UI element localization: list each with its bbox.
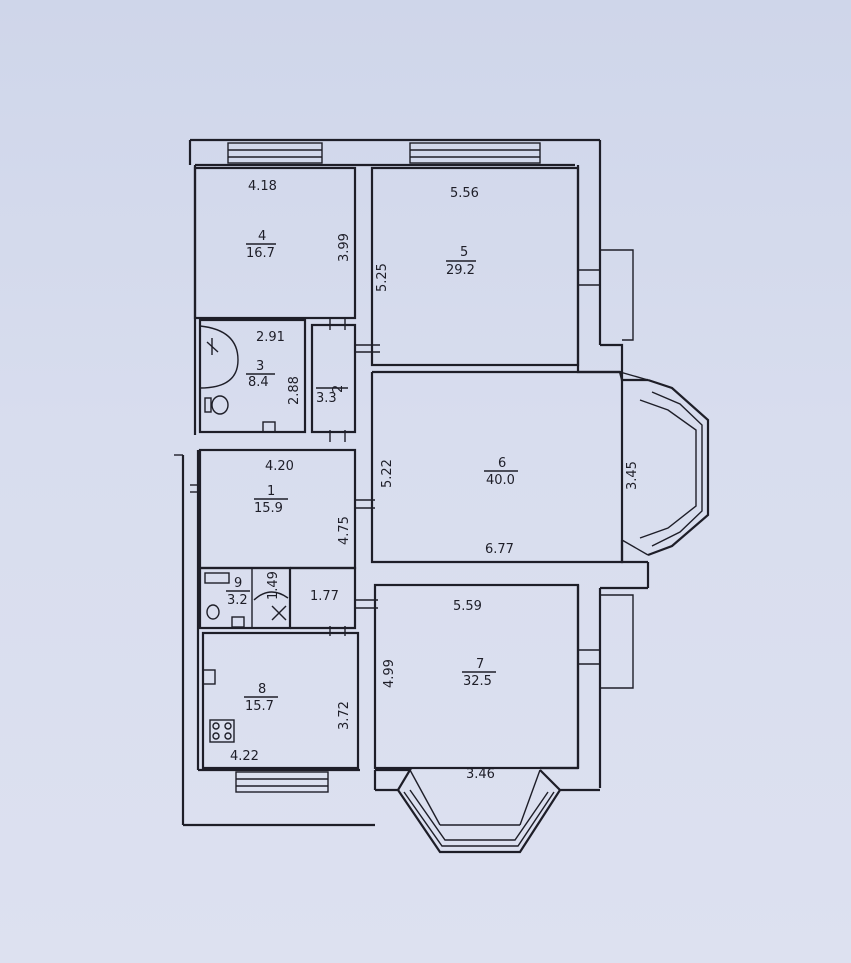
room-4-id: 4 [258, 229, 266, 244]
room-8-id: 8 [258, 682, 266, 697]
room-6-right: 3.45 [625, 461, 640, 490]
room-7-bay: 3.46 [466, 767, 495, 782]
room-4-height: 3.99 [337, 233, 352, 262]
room-7-area: 32.5 [463, 674, 492, 689]
fixtures [199, 325, 289, 743]
shower-icon [253, 591, 289, 601]
bottom-window [235, 771, 329, 793]
balconies [578, 249, 634, 689]
room-6-height: 5.22 [380, 459, 395, 488]
room-3-area: 8.4 [248, 375, 269, 390]
room-1-id: 1 [267, 484, 275, 499]
room-7-id: 7 [476, 657, 484, 672]
room-4-width: 4.18 [248, 179, 277, 194]
bathtub-icon [199, 325, 239, 389]
room-4-area: 16.7 [246, 246, 275, 261]
room-5-area: 29.2 [446, 263, 475, 278]
room-8-width: 4.22 [230, 749, 259, 764]
room-outlines [193, 166, 624, 770]
room-3-height: 2.88 [287, 376, 302, 405]
room-3-id: 3 [256, 359, 264, 374]
sink-icon [262, 421, 276, 433]
room-5-width: 5.56 [450, 186, 479, 201]
kitchen-sink-icon [202, 669, 216, 685]
room-6-area: 40.0 [486, 473, 515, 488]
room-5-id: 5 [460, 245, 468, 260]
room-9-dim: 1.49 [266, 571, 281, 600]
room-1-area: 15.9 [254, 501, 283, 516]
bay-window-bottom [397, 769, 561, 854]
room-9-area: 3.2 [227, 593, 248, 608]
room-8-area: 15.7 [245, 699, 274, 714]
room-2-area: 3.3 [316, 391, 337, 406]
labels: 4.18 4 16.7 3.99 5.56 5 29.2 5.25 2.91 3… [226, 179, 640, 782]
room-7-width: 5.59 [453, 599, 482, 614]
room-1-height: 4.75 [337, 516, 352, 545]
door-marks [174, 318, 380, 636]
room-7-height: 4.99 [382, 659, 397, 688]
room-1-width: 4.20 [265, 459, 294, 474]
room-6-id: 6 [498, 456, 506, 471]
room-9-id: 9 [234, 576, 242, 591]
stove-icon [209, 719, 235, 743]
room-8-height: 3.72 [337, 701, 352, 730]
top-windows [227, 142, 541, 164]
toilet-icon [211, 395, 229, 415]
room-2-id: 2 [331, 385, 346, 393]
room-5-height: 5.25 [375, 263, 390, 292]
room-3-width: 2.91 [256, 330, 285, 345]
room-6-width: 6.77 [485, 542, 514, 557]
toilet-icon-2 [206, 604, 220, 620]
corridor-width: 1.77 [310, 589, 339, 604]
